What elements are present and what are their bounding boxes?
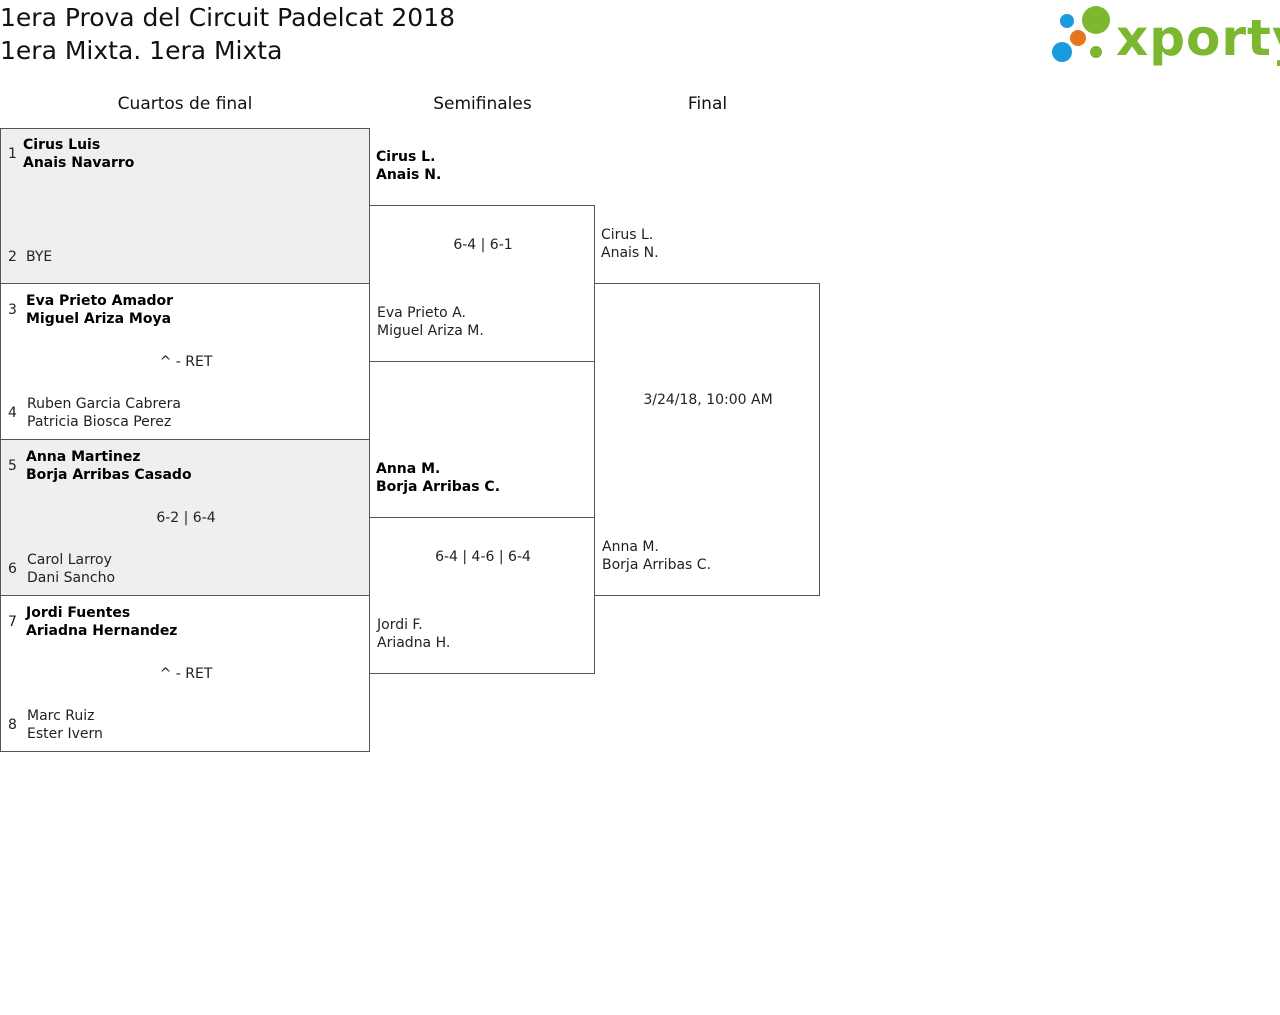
seed-number: 3 (8, 302, 17, 318)
seed-number: 4 (8, 405, 17, 421)
seed-number: 5 (8, 458, 17, 474)
final-team-top[interactable]: Cirus L. Anais N. (601, 226, 659, 262)
semifinal-2-team-winner[interactable]: Anna M. Borja Arribas C. (376, 460, 500, 496)
seed-number: 1 (8, 146, 17, 162)
player-name: Anais Navarro (23, 155, 135, 171)
player-name: Marc Ruiz (27, 708, 95, 724)
xporty-logo[interactable]: xporty (1050, 4, 1280, 70)
player-name: Borja Arribas C. (602, 557, 712, 573)
match-score: ^ - RET (159, 354, 213, 370)
quarterfinal-match-1[interactable]: 1 Cirus Luis Anais Navarro 2 BYE (0, 128, 370, 284)
team-loser[interactable]: Marc Ruiz Ester Ivern (27, 707, 103, 743)
player-name: Borja Arribas Casado (26, 467, 192, 483)
logo-dot-orange (1070, 30, 1086, 46)
player-name: Eva Prieto Amador (26, 293, 174, 309)
player-name: BYE (26, 249, 53, 265)
player-name: Ruben Garcia Cabrera (27, 396, 181, 412)
team-loser[interactable]: Eva Prieto A. Miguel Ariza M. (377, 304, 484, 340)
player-name: Jordi F. (377, 617, 423, 633)
player-name: Cirus Luis (23, 137, 101, 153)
team-winner[interactable]: Eva Prieto Amador Miguel Ariza Moya (26, 292, 173, 328)
final-match[interactable]: 3/24/18, 10:00 AM Anna M. Borja Arribas … (594, 283, 820, 596)
logo-dot-blue-small (1060, 14, 1074, 28)
seed-number: 7 (8, 614, 17, 630)
category-title: 1era Mixta. 1era Mixta (0, 36, 283, 65)
team-loser[interactable]: Carol Larroy Dani Sancho (27, 551, 115, 587)
semifinal-match-2[interactable]: 6-4 | 4-6 | 6-4 Jordi F. Ariadna H. (369, 517, 595, 674)
team-bye: BYE (26, 248, 52, 266)
team-winner[interactable]: Cirus Luis Anais Navarro (23, 136, 134, 172)
quarterfinal-match-4[interactable]: 7 Jordi Fuentes Ariadna Hernandez ^ - RE… (0, 595, 370, 752)
seed-number: 2 (8, 249, 17, 265)
match-score: 6-2 | 6-4 (156, 510, 216, 526)
team-winner[interactable]: Jordi Fuentes Ariadna Hernandez (26, 604, 177, 640)
player-name: Anna Martinez (26, 449, 141, 465)
player-name: Cirus L. (601, 227, 654, 243)
match-score: 6-4 | 4-6 | 6-4 (435, 549, 531, 565)
seed-number: 6 (8, 561, 17, 577)
player-name: Ariadna Hernandez (26, 623, 178, 639)
player-name: Anais N. (601, 245, 659, 261)
player-name: Patricia Biosca Perez (27, 414, 172, 430)
logo-dot-blue-large (1052, 42, 1072, 62)
semifinal-match-1[interactable]: 6-4 | 6-1 Eva Prieto A. Miguel Ariza M. (369, 205, 595, 362)
team-loser[interactable]: Ruben Garcia Cabrera Patricia Biosca Per… (27, 395, 181, 431)
player-name: Ariadna H. (377, 635, 451, 651)
player-name: Dani Sancho (27, 570, 116, 586)
round-header-semifinals: Semifinales (433, 94, 532, 114)
player-name: Miguel Ariza Moya (26, 311, 172, 327)
player-name: Anna M. (602, 539, 659, 555)
match-score: ^ - RET (159, 666, 213, 682)
final-team-bottom[interactable]: Anna M. Borja Arribas C. (602, 538, 711, 574)
player-name: Cirus L. (376, 149, 436, 165)
player-name: Ester Ivern (27, 726, 103, 742)
player-name: Anna M. (376, 461, 441, 477)
match-datetime: 3/24/18, 10:00 AM (643, 392, 773, 408)
tournament-title: 1era Prova del Circuit Padelcat 2018 (0, 3, 456, 32)
seed-number: 8 (8, 717, 17, 733)
player-name: Eva Prieto A. (377, 305, 466, 321)
player-name: Miguel Ariza M. (377, 323, 484, 339)
semifinal-1-team-winner[interactable]: Cirus L. Anais N. (376, 148, 441, 184)
round-header-quarterfinals: Cuartos de final (117, 94, 253, 114)
player-name: Anais N. (376, 167, 442, 183)
player-name: Jordi Fuentes (26, 605, 131, 621)
logo-dot-green-small (1090, 46, 1102, 58)
player-name: Borja Arribas C. (376, 479, 501, 495)
round-header-final: Final (687, 94, 728, 114)
logo-dot-green-large (1082, 6, 1110, 34)
logo-wordmark: xporty (1116, 9, 1280, 67)
player-name: Carol Larroy (27, 552, 112, 568)
match-score: 6-4 | 6-1 (453, 237, 513, 253)
team-loser[interactable]: Jordi F. Ariadna H. (377, 616, 450, 652)
quarterfinal-match-2[interactable]: 3 Eva Prieto Amador Miguel Ariza Moya ^ … (0, 283, 370, 440)
quarterfinal-match-3[interactable]: 5 Anna Martinez Borja Arribas Casado 6-2… (0, 439, 370, 596)
team-winner[interactable]: Anna Martinez Borja Arribas Casado (26, 448, 192, 484)
